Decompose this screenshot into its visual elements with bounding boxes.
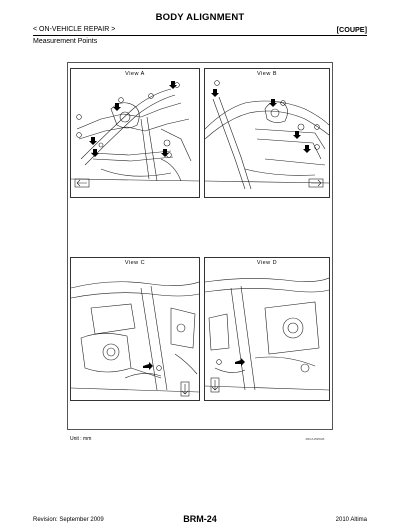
view-b-title: View B [256, 71, 278, 77]
body-type-tag: [COUPE] [336, 25, 367, 34]
section-title: Measurement Points [33, 38, 98, 45]
view-c-title: View C [124, 260, 146, 266]
view-c-drawing [71, 281, 199, 397]
revision-date: Revision: September 2009 [33, 517, 104, 523]
breadcrumb: < ON-VEHICLE REPAIR > [33, 26, 116, 33]
vehicle-model: 2010 Altima [335, 517, 367, 523]
view-d-drawing [205, 277, 329, 393]
view-a-panel: View A [70, 68, 200, 198]
view-a-title: View A [125, 71, 145, 77]
view-d-panel: View D [204, 257, 330, 401]
view-b-panel: View B [204, 68, 330, 198]
view-b-drawing [205, 80, 329, 190]
unit-label: Unit : mm [70, 436, 92, 442]
view-d-title: View D [256, 260, 278, 266]
view-a-drawing [71, 81, 199, 188]
view-c-panel: View C [70, 257, 200, 401]
figure-code: JSKIA1595GB [305, 437, 325, 441]
page-title: BODY ALIGNMENT [155, 12, 245, 23]
header-rule [33, 35, 367, 36]
page-number: BRM-24 [183, 514, 217, 524]
